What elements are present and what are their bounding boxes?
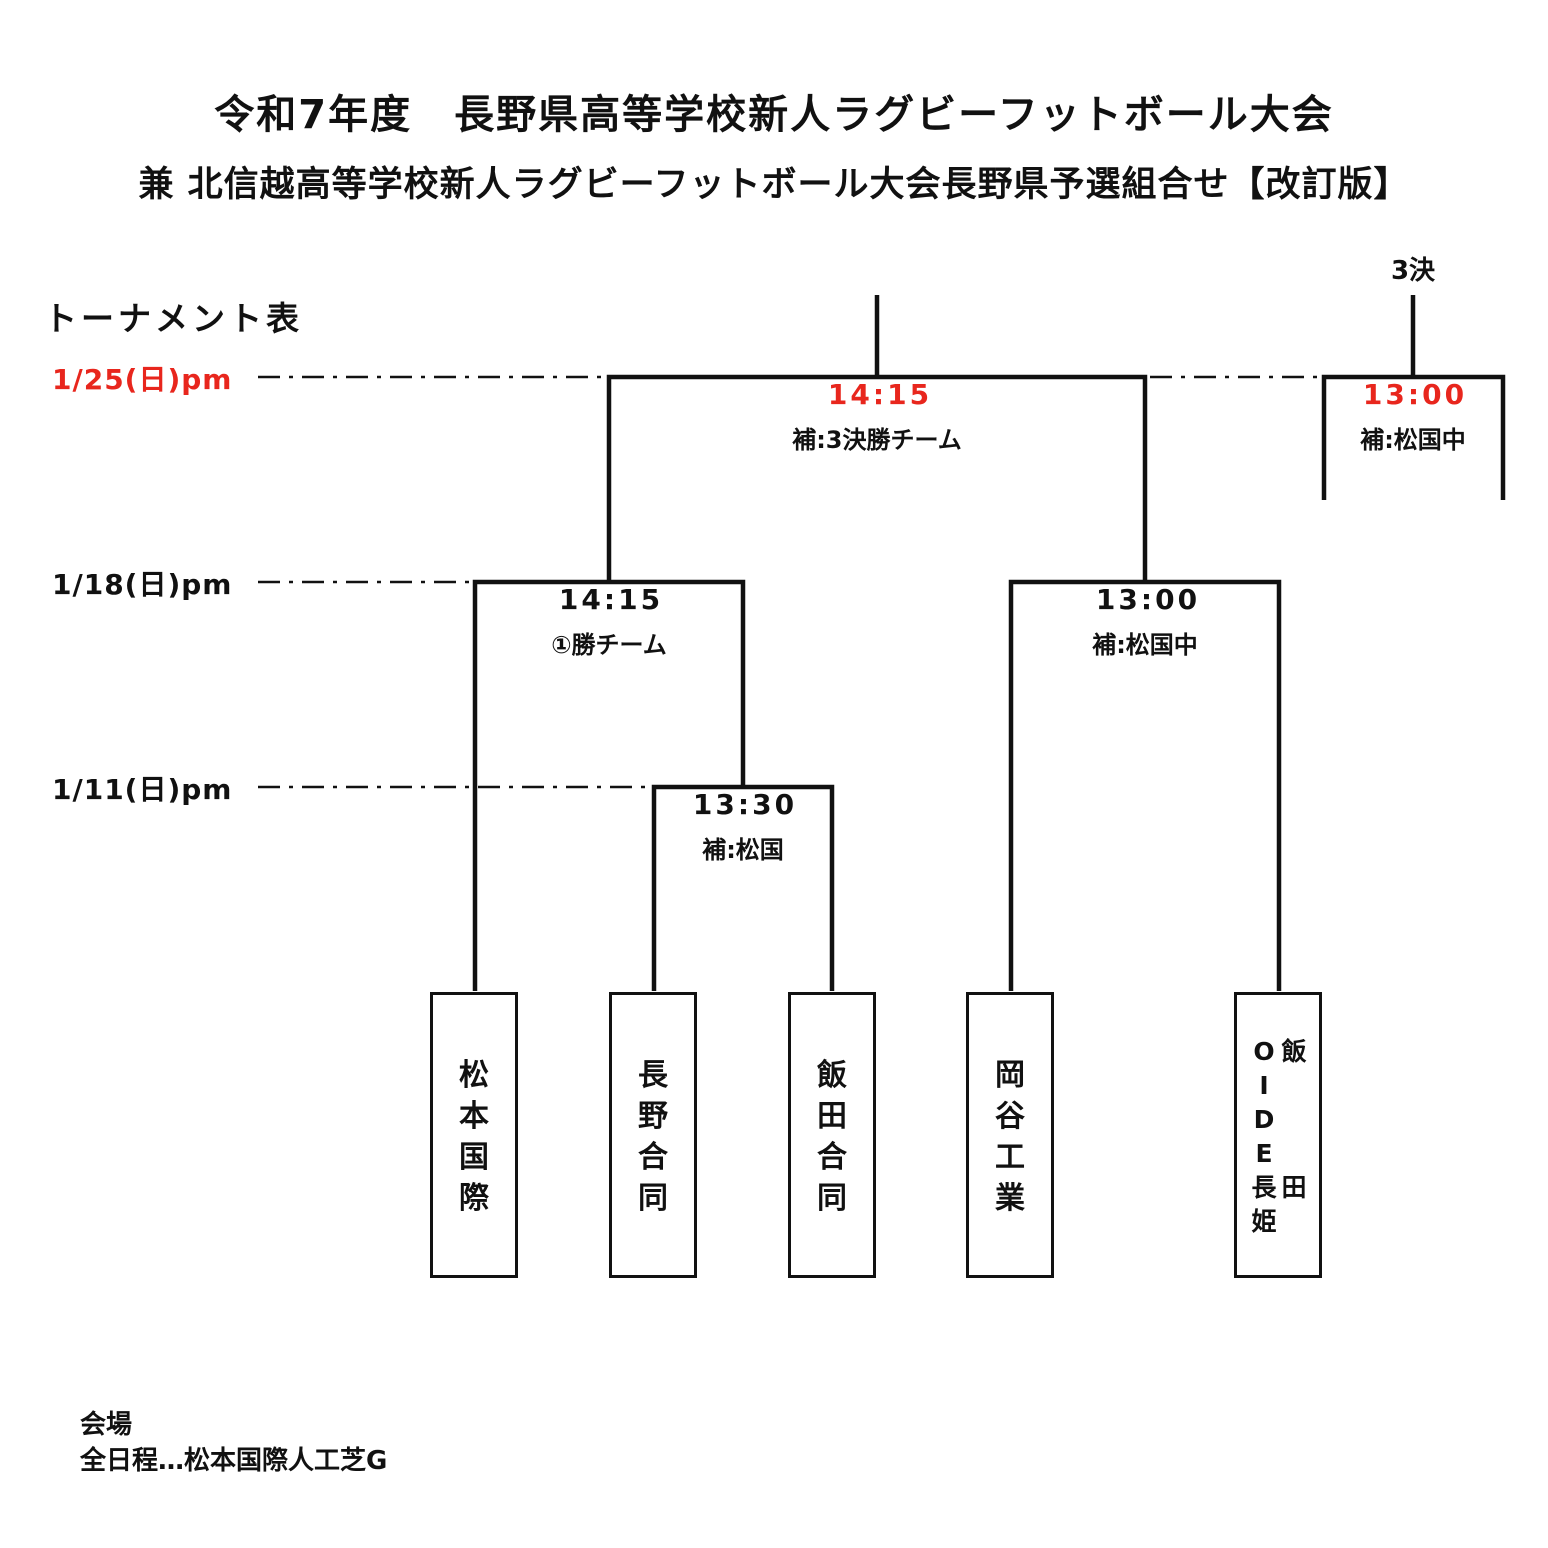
- team-name: 松 本 国 際: [459, 1058, 489, 1216]
- match-round1-referee: 補:松国: [702, 836, 784, 864]
- page-title: 令和7年度 長野県高等学校新人ラグビーフットボール大会: [214, 92, 1334, 138]
- team-name: 長 野 合 同: [638, 1058, 668, 1216]
- venue-label: 会場: [80, 1410, 133, 1440]
- date-label-final: 1/25(日)pm: [52, 363, 233, 396]
- team-box-okaya-kogyo: 岡 谷 工 業: [966, 992, 1054, 1278]
- page-subtitle: 兼 北信越高等学校新人ラグビーフットボール大会長野県予選組合せ【改訂版】: [138, 165, 1410, 205]
- match-third-place-referee: 補:松国中: [1360, 426, 1466, 454]
- match-semi-left-referee: ①勝チーム: [551, 631, 667, 659]
- match-semi-right-referee: 補:松国中: [1092, 631, 1198, 659]
- match-final-referee: 補:3決勝チーム: [792, 426, 962, 454]
- match-final-time: 14:15: [827, 378, 933, 411]
- team-name: 飯 田 合 同: [817, 1058, 847, 1216]
- team-box-nagano-godo: 長 野 合 同: [609, 992, 697, 1278]
- team-name-column-right: 飯 田: [1281, 1037, 1307, 1202]
- team-name: 岡 谷 工 業: [995, 1058, 1025, 1216]
- venue-detail: 全日程…松本国際人工芝G: [80, 1446, 388, 1476]
- date-label-first: 1/11(日)pm: [52, 773, 233, 806]
- date-label-semi: 1/18(日)pm: [52, 568, 233, 601]
- tournament-heading: トーナメント表: [44, 299, 303, 338]
- match-semi-right-time: 13:00: [1095, 583, 1201, 616]
- team-box-matsumoto-kokusai: 松 本 国 際: [430, 992, 518, 1278]
- match-round1-time: 13:30: [692, 788, 798, 821]
- team-box-oide-chohime-iida: 飯 田 O I D E 長 姫: [1234, 992, 1322, 1278]
- team-name-column-left: O I D E 長 姫: [1251, 1037, 1277, 1236]
- third-place-label: 3決: [1390, 256, 1436, 286]
- team-box-iida-godo: 飯 田 合 同: [788, 992, 876, 1278]
- match-third-place-time: 13:00: [1362, 378, 1468, 411]
- match-semi-left-time: 14:15: [558, 583, 664, 616]
